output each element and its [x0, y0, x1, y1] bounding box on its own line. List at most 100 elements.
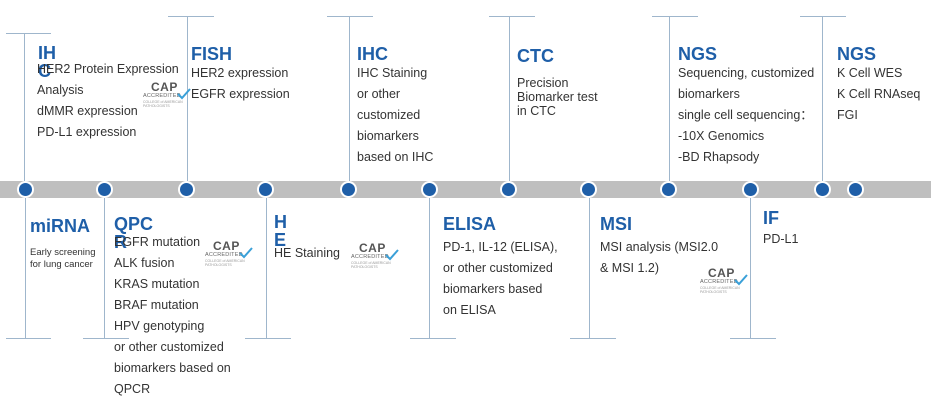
fish-heading: FISH [191, 44, 233, 64]
text-line: or other [357, 87, 401, 101]
text-line: single cell sequencing： [678, 108, 813, 122]
ngs-heading: NGS [678, 44, 718, 64]
ctc-heading: CTC [517, 46, 554, 66]
cap-word: CAP [359, 241, 386, 255]
ihc-text: HER2 Protein Expression Analysis dMMR ex… [37, 59, 179, 143]
connector-line [25, 198, 26, 338]
text-line: HPV genotyping [114, 319, 205, 333]
ctc-text: Precision Biomarker test in CTC [517, 76, 598, 118]
timeline-dot [742, 181, 759, 198]
text-line: Precision [517, 76, 569, 90]
text-line: KRAS mutation [114, 277, 200, 291]
text-line: PD-1, IL-12 (ELISA), [443, 240, 558, 254]
text-line: HER2 Protein Expression [37, 62, 179, 76]
connector-top [6, 33, 51, 34]
text-line: or other customized [114, 340, 224, 354]
cap-accredited-logo: CAP ACCREDITED COLLEGE of AMERICAN PATHO… [700, 266, 752, 296]
text-line: for lung cancer [30, 259, 93, 270]
cap-tiny: COLLEGE of AMERICAN PATHOLOGISTS [351, 261, 391, 269]
timeline-dot [814, 181, 831, 198]
cap-word: CAP [213, 239, 240, 253]
cap-sub: ACCREDITED [143, 93, 181, 99]
connector-bottom [570, 338, 616, 339]
text-line: Analysis [37, 83, 84, 97]
fish-text: HER2 expression EGFR expression [191, 63, 290, 105]
timeline-dot [257, 181, 274, 198]
ngs-kcell-heading: NGS [837, 44, 877, 64]
cap-tiny: COLLEGE of AMERICAN PATHOLOGISTS [205, 259, 245, 267]
text-line: biomarkers based on [114, 361, 231, 375]
cap-word: CAP [708, 266, 735, 280]
text-line: HER2 expression [191, 66, 289, 80]
text-line: FGI [837, 108, 858, 122]
cap-sub: ACCREDITED [351, 254, 389, 260]
connector-line [822, 16, 823, 181]
he-heading: H E [274, 212, 287, 250]
qpcr-text: EGFR mutation ALK fusion KRAS mutation B… [114, 232, 231, 400]
ihc-staining-text: IHC Staining or other customized biomark… [357, 63, 433, 168]
connector-line [669, 16, 670, 181]
text-line: BRAF mutation [114, 298, 199, 312]
connector-line [349, 16, 350, 181]
connector-line [509, 16, 510, 181]
timeline-dot [96, 181, 113, 198]
text-line: biomarkers based [443, 282, 543, 296]
checkmark-icon [734, 274, 748, 286]
timeline-dot [340, 181, 357, 198]
text-line: ALK fusion [114, 256, 175, 270]
text-line: EGFR expression [191, 87, 290, 101]
cap-accredited-logo: CAP ACCREDITED COLLEGE of AMERICAN PATHO… [351, 241, 403, 271]
ihc-heading: IH C [38, 43, 56, 81]
connector-line [589, 198, 590, 338]
text-line: & MSI 1.2) [600, 261, 660, 275]
timeline-bar [0, 181, 931, 198]
mirna-text: Early screening for lung cancer [30, 247, 95, 271]
text-line: QPCR [114, 382, 151, 396]
text-line: on ELISA [443, 303, 496, 317]
ngs-kcell-text: K Cell WES K Cell RNAseq FGI [837, 63, 920, 126]
checkmark-icon [385, 249, 399, 261]
text-line: or other customized [443, 261, 553, 275]
connector-top [652, 16, 698, 17]
if-text: PD-L1 [763, 229, 798, 250]
text-line: PD-L1 [763, 232, 799, 246]
elisa-text: PD-1, IL-12 (ELISA), or other customized… [443, 237, 558, 321]
connector-bottom [730, 338, 776, 339]
connector-top [800, 16, 846, 17]
connector-bottom [245, 338, 291, 339]
text-line: Biomarker test [517, 90, 598, 104]
checkmark-icon [239, 247, 253, 259]
connector-line [187, 16, 188, 181]
text-line: MSI analysis (MSI2.0 [600, 240, 719, 254]
timeline-dot [847, 181, 864, 198]
text-line: IHC Staining [357, 66, 428, 80]
timeline-dot [500, 181, 517, 198]
connector-line [104, 198, 105, 338]
msi-text: MSI analysis (MSI2.0 & MSI 1.2) [600, 237, 718, 279]
mirna-heading: miRNA [30, 216, 91, 236]
checkmark-icon [177, 88, 191, 100]
text-line: customized [357, 108, 421, 122]
if-heading: IF [763, 208, 779, 228]
text-line: Early screening [30, 247, 96, 258]
cap-accredited-logo: CAP ACCREDITED COLLEGE of AMERICAN PATHO… [143, 80, 195, 110]
text-line: dMMR expression [37, 104, 138, 118]
qpcr-heading: QPC R [114, 214, 154, 252]
cap-sub: ACCREDITED [205, 252, 243, 258]
timeline-dot [178, 181, 195, 198]
connector-bottom [6, 338, 51, 339]
text-line: in CTC [517, 104, 556, 118]
cap-sub: ACCREDITED [700, 279, 738, 285]
text-line: biomarkers [678, 87, 740, 101]
connector-line [24, 33, 25, 181]
connector-top [327, 16, 373, 17]
he-text: HE Staining [274, 243, 340, 264]
ihc-staining-heading: IHC [357, 44, 388, 64]
ngs-text: Sequencing, customized biomarkers single… [678, 63, 814, 168]
text-line: based on IHC [357, 150, 434, 164]
connector-bottom [410, 338, 456, 339]
cap-accredited-logo: CAP ACCREDITED COLLEGE of AMERICAN PATHO… [205, 239, 257, 269]
text-line: -BD Rhapsody [678, 150, 760, 164]
connector-line [266, 198, 267, 338]
cap-word: CAP [151, 80, 178, 94]
